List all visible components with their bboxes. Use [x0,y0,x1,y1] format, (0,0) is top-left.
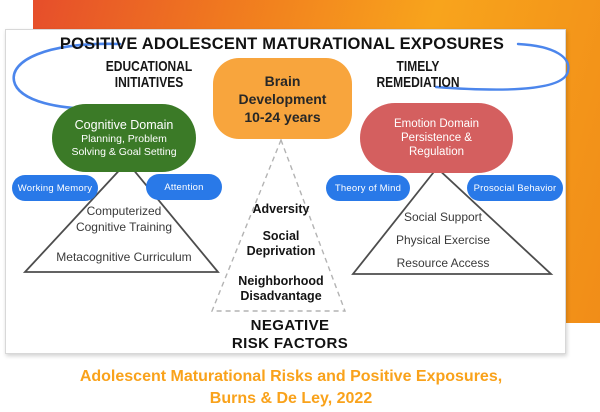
caption-line: Adolescent Maturational Risks and Positi… [79,368,503,385]
left-triangle-item: Metacognitive Curriculum [56,250,192,264]
negative-line: NEGATIVE [250,317,330,334]
right-column-heading: TIMELY REMEDIATION [376,59,459,90]
pill-theory-of-mind: Theory of Mind [326,175,410,201]
pill-prosocial-behavior: Prosocial Behavior [467,175,563,201]
risk-item: Adversity [252,202,310,216]
heading-line: INITIATIVES [114,73,184,91]
risk-item: Neighborhood Disadvantage [238,274,324,303]
risk-item: Social Deprivation [246,229,316,258]
brain-box-line: Development [238,90,327,107]
emotion-domain-oval: Emotion Domain Persistence & Regulation [360,103,513,173]
brain-development-box: Brain Development 10-24 years [213,58,352,139]
right-triangle-item: Physical Exercise [395,233,491,247]
left-triangle-item: Computerized Cognitive Training [75,204,173,234]
pill-label: Theory of Mind [334,182,402,194]
heading-line: EDUCATIONAL [105,58,193,75]
negative-risk-factors-label: NEGATIVE RISK FACTORS [232,317,348,352]
caption-line: Burns & De Ley, 2022 [209,390,373,407]
oval-subtitle-line: Solving & Goal Setting [71,145,177,158]
oval-line: Regulation [409,146,464,158]
brain-box-line: Brain [264,72,301,89]
right-triangle-item: Social Support [403,210,483,224]
oval-title: Cognitive Domain [74,117,174,132]
right-triangle-item: Resource Access [396,256,490,270]
oval-line: Emotion Domain [393,118,479,130]
pill-label: Prosocial Behavior [473,182,557,194]
pill-label: Attention [164,181,204,193]
pill-label: Working Memory [17,182,93,194]
heading-line: TIMELY [396,58,440,75]
cognitive-domain-oval: Cognitive Domain Planning, Problem Solvi… [52,104,196,172]
figure-caption: Adolescent Maturational Risks and Positi… [80,366,502,410]
oval-subtitle-line: Planning, Problem [81,132,167,145]
brain-box-line: 10-24 years [244,108,321,125]
negative-line: RISK FACTORS [231,334,349,352]
diagram-title: POSITIVE ADOLESCENT MATURATIONAL EXPOSUR… [59,35,505,53]
heading-line: REMEDIATION [376,73,460,91]
pill-attention: Attention [146,174,222,200]
pill-working-memory: Working Memory [12,175,98,201]
oval-line: Persistence & [401,132,472,144]
left-column-heading: EDUCATIONAL INITIATIVES [106,59,192,90]
